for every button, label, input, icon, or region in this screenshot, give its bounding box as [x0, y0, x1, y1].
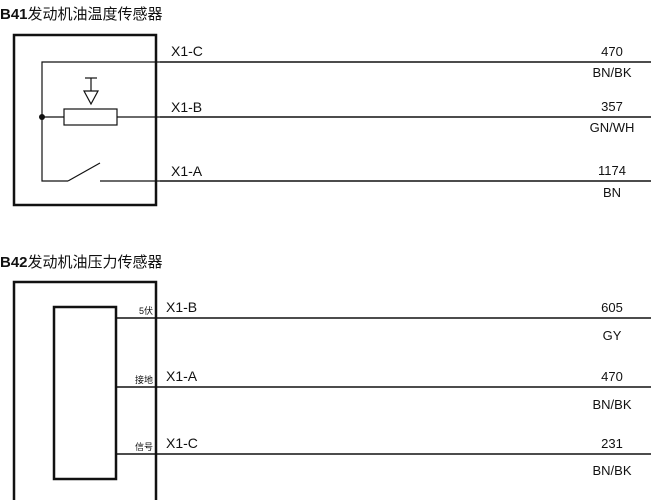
pin-label: X1-C	[171, 43, 203, 59]
wire-color: BN	[603, 185, 621, 200]
resistor-symbol	[63, 108, 118, 126]
wire-color: GN/WH	[590, 120, 635, 135]
sensor1-thermistor-circuit	[39, 61, 160, 182]
circuit-number: 1174	[598, 163, 626, 178]
wire-color: BN/BK	[592, 397, 631, 412]
pin-label: X1-C	[166, 435, 198, 451]
circuit-number: 357	[601, 99, 623, 114]
signal-label: 接地	[135, 374, 153, 385]
sensor2-wire-5v: 5伏 X1-B 605 GY	[116, 299, 651, 343]
pin-label: X1-A	[171, 163, 203, 179]
sensor1-wire-b: X1-B 357 GN/WH	[160, 99, 651, 135]
sensor1-title: B41发动机油温度传感器	[0, 6, 163, 23]
sensor2-wire-signal: 信号 X1-C 231 BN/BK	[116, 435, 651, 478]
sensor2-module	[52, 305, 118, 481]
switch-symbol	[67, 162, 101, 182]
sensor1-wire-a: X1-A 1174 BN	[160, 163, 651, 200]
wire-color: BN/BK	[592, 463, 631, 478]
pin-label: X1-A	[166, 368, 198, 384]
sensor1-housing	[12, 33, 158, 207]
circuit-number: 231	[601, 436, 623, 451]
pin-label: X1-B	[166, 299, 197, 315]
pin-label: X1-B	[171, 99, 202, 115]
wire-color: BN/BK	[592, 65, 631, 80]
junction-dot	[39, 114, 45, 120]
circuit-number: 470	[601, 369, 623, 384]
circuit-number: 470	[601, 44, 623, 59]
circuit-number: 605	[601, 300, 623, 315]
wire-color: GY	[603, 328, 622, 343]
signal-label: 信号	[135, 441, 153, 452]
sensor1-wire-c: X1-C 470 BN/BK	[160, 43, 651, 80]
signal-label: 5伏	[139, 305, 153, 316]
sensor2-title: B42发动机油压力传感器	[0, 254, 163, 271]
sensor2-housing	[12, 280, 158, 500]
sensor2-wire-ground: 接地 X1-A 470 BN/BK	[116, 368, 651, 412]
